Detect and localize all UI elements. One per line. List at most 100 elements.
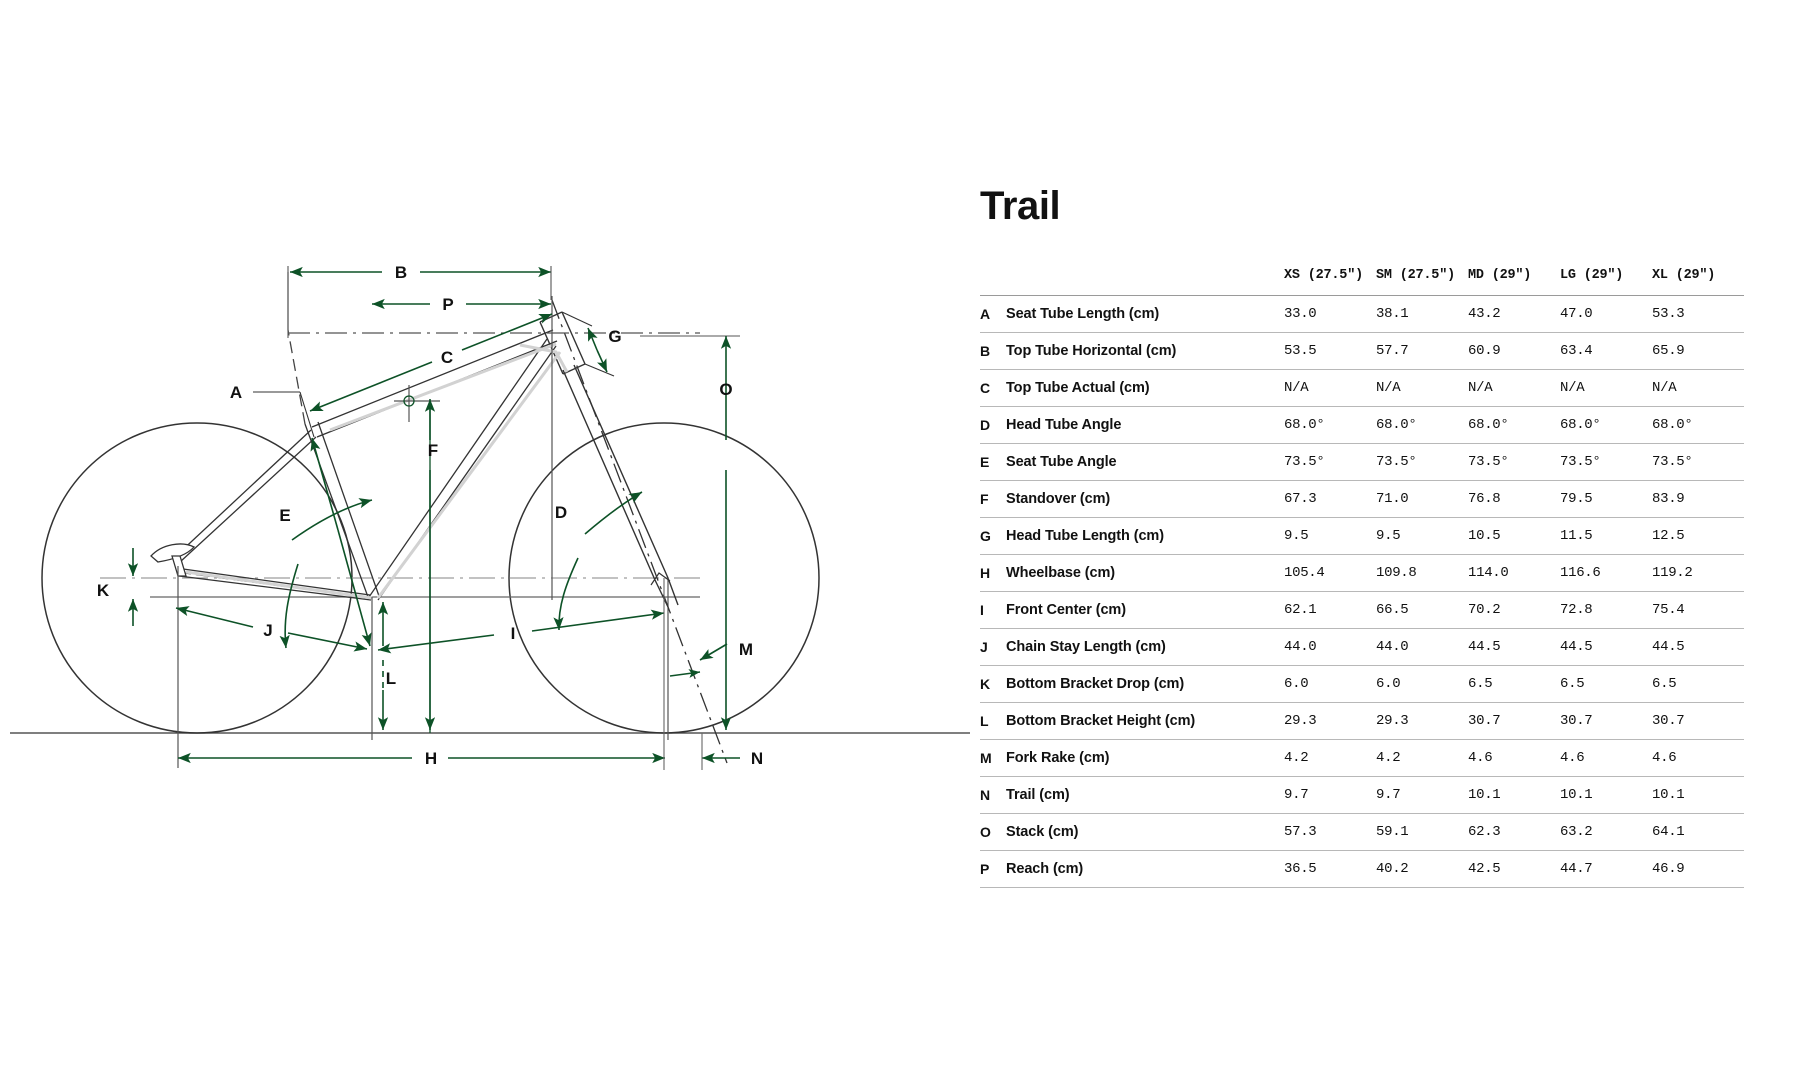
- dim-label-C: C: [441, 348, 453, 367]
- fork-rake-angle-mark: [650, 572, 671, 586]
- dim-line-G-down: [596, 349, 608, 373]
- row-label: Chain Stay Length (cm): [1006, 639, 1166, 655]
- cell-value: 4.6: [1652, 750, 1677, 766]
- page-title: Trail: [980, 184, 1061, 228]
- cell-value: 53.3: [1652, 306, 1685, 322]
- cell-value: 53.5: [1284, 343, 1317, 359]
- cell-value: 4.2: [1284, 750, 1309, 766]
- cell-value: 44.0: [1376, 639, 1409, 655]
- cell-value: 47.0: [1560, 306, 1593, 322]
- cell-value: 68.0°: [1560, 417, 1601, 433]
- geometry-table: XS (27.5") SM (27.5") MD (29") LG (29") …: [980, 268, 1744, 888]
- dim-label-K: K: [97, 581, 110, 600]
- cell-value: 29.3: [1376, 713, 1409, 729]
- dim-line-M-left: [699, 643, 728, 661]
- row-label: Seat Tube Length (cm): [1006, 306, 1160, 322]
- dim-line-I-right: [531, 609, 665, 632]
- row-label: Front Center (cm): [1006, 602, 1126, 618]
- cell-value: 59.1: [1376, 824, 1409, 840]
- row-label: Fork Rake (cm): [1006, 750, 1110, 766]
- row-key: M: [980, 750, 992, 766]
- cell-value: 71.0: [1376, 491, 1409, 507]
- row-label: Seat Tube Angle: [1006, 454, 1117, 470]
- chain-stay: [175, 567, 372, 601]
- cell-value: 30.7: [1560, 713, 1593, 729]
- cell-value: 4.2: [1376, 750, 1401, 766]
- steering-axis: [551, 299, 728, 764]
- row-label: Top Tube Actual (cm): [1006, 380, 1150, 396]
- cell-value: N/A: [1652, 380, 1677, 396]
- row-label: Stack (cm): [1006, 824, 1079, 840]
- cell-value: 62.3: [1468, 824, 1501, 840]
- row-key: L: [980, 713, 989, 729]
- header-size-xl: XL (29"): [1652, 268, 1716, 283]
- dim-line-J-left: [175, 606, 254, 628]
- cell-value: 9.7: [1376, 787, 1401, 803]
- cell-value: 6.0: [1284, 676, 1309, 692]
- bike-geometry-diagram: B P C A G O F E D K J I L M H N: [10, 263, 970, 770]
- row-label: Bottom Bracket Height (cm): [1006, 713, 1196, 729]
- cell-value: 64.1: [1652, 824, 1685, 840]
- row-label: Wheelbase (cm): [1006, 565, 1115, 581]
- cell-value: N/A: [1376, 380, 1401, 396]
- cell-value: 105.4: [1284, 565, 1325, 581]
- cell-value: 9.5: [1376, 528, 1401, 544]
- seat-tube-extension: [287, 329, 306, 425]
- row-key: N: [980, 787, 991, 803]
- dim-label-N: N: [751, 749, 763, 768]
- dim-label-G: G: [608, 327, 621, 346]
- cell-value: N/A: [1468, 380, 1493, 396]
- cell-value: 57.7: [1376, 343, 1409, 359]
- cell-value: 68.0°: [1376, 417, 1417, 433]
- dim-line-A-arrow-up: [310, 437, 339, 531]
- cell-value: 63.4: [1560, 343, 1593, 359]
- seat-stay: [175, 429, 317, 563]
- row-label: Trail (cm): [1006, 787, 1070, 803]
- saddle: [150, 543, 196, 563]
- row-key: J: [980, 639, 988, 655]
- cell-value: 33.0: [1284, 306, 1317, 322]
- cell-value: 44.5: [1468, 639, 1501, 655]
- table-head: XS (27.5") SM (27.5") MD (29") LG (29") …: [980, 268, 1744, 296]
- cell-value: 67.3: [1284, 491, 1317, 507]
- cell-value: 30.7: [1652, 713, 1685, 729]
- dim-line-G-up: [587, 327, 598, 351]
- seat-tube: [304, 421, 380, 598]
- header-key-col: [980, 268, 1006, 296]
- cell-value: 62.1: [1284, 602, 1317, 618]
- row-key: E: [980, 454, 990, 470]
- row-key: C: [980, 380, 991, 396]
- cell-value: N/A: [1284, 380, 1309, 396]
- cell-value: 4.6: [1468, 750, 1493, 766]
- cell-value: 63.2: [1560, 824, 1593, 840]
- cell-value: 30.7: [1468, 713, 1501, 729]
- row-key: O: [980, 824, 991, 840]
- cell-value: 36.5: [1284, 861, 1317, 877]
- dim-label-P: P: [442, 295, 453, 314]
- header-size-xs: XS (27.5"): [1284, 268, 1364, 283]
- cell-value: 60.9: [1468, 343, 1501, 359]
- cell-value: 9.5: [1284, 528, 1309, 544]
- header-size-sm: SM (27.5"): [1376, 268, 1456, 283]
- cell-value: 68.0°: [1468, 417, 1509, 433]
- header-name-col: [1006, 268, 1284, 296]
- row-key: B: [980, 343, 991, 359]
- dim-label-I: I: [511, 624, 516, 643]
- fork: [562, 364, 679, 608]
- cell-value: 38.1: [1376, 306, 1409, 322]
- cell-value: 10.1: [1468, 787, 1501, 803]
- cell-value: 109.8: [1376, 565, 1417, 581]
- cell-value: 10.1: [1560, 787, 1593, 803]
- cell-value: 76.8: [1468, 491, 1501, 507]
- cell-value: 114.0: [1468, 565, 1509, 581]
- row-key: K: [980, 676, 991, 692]
